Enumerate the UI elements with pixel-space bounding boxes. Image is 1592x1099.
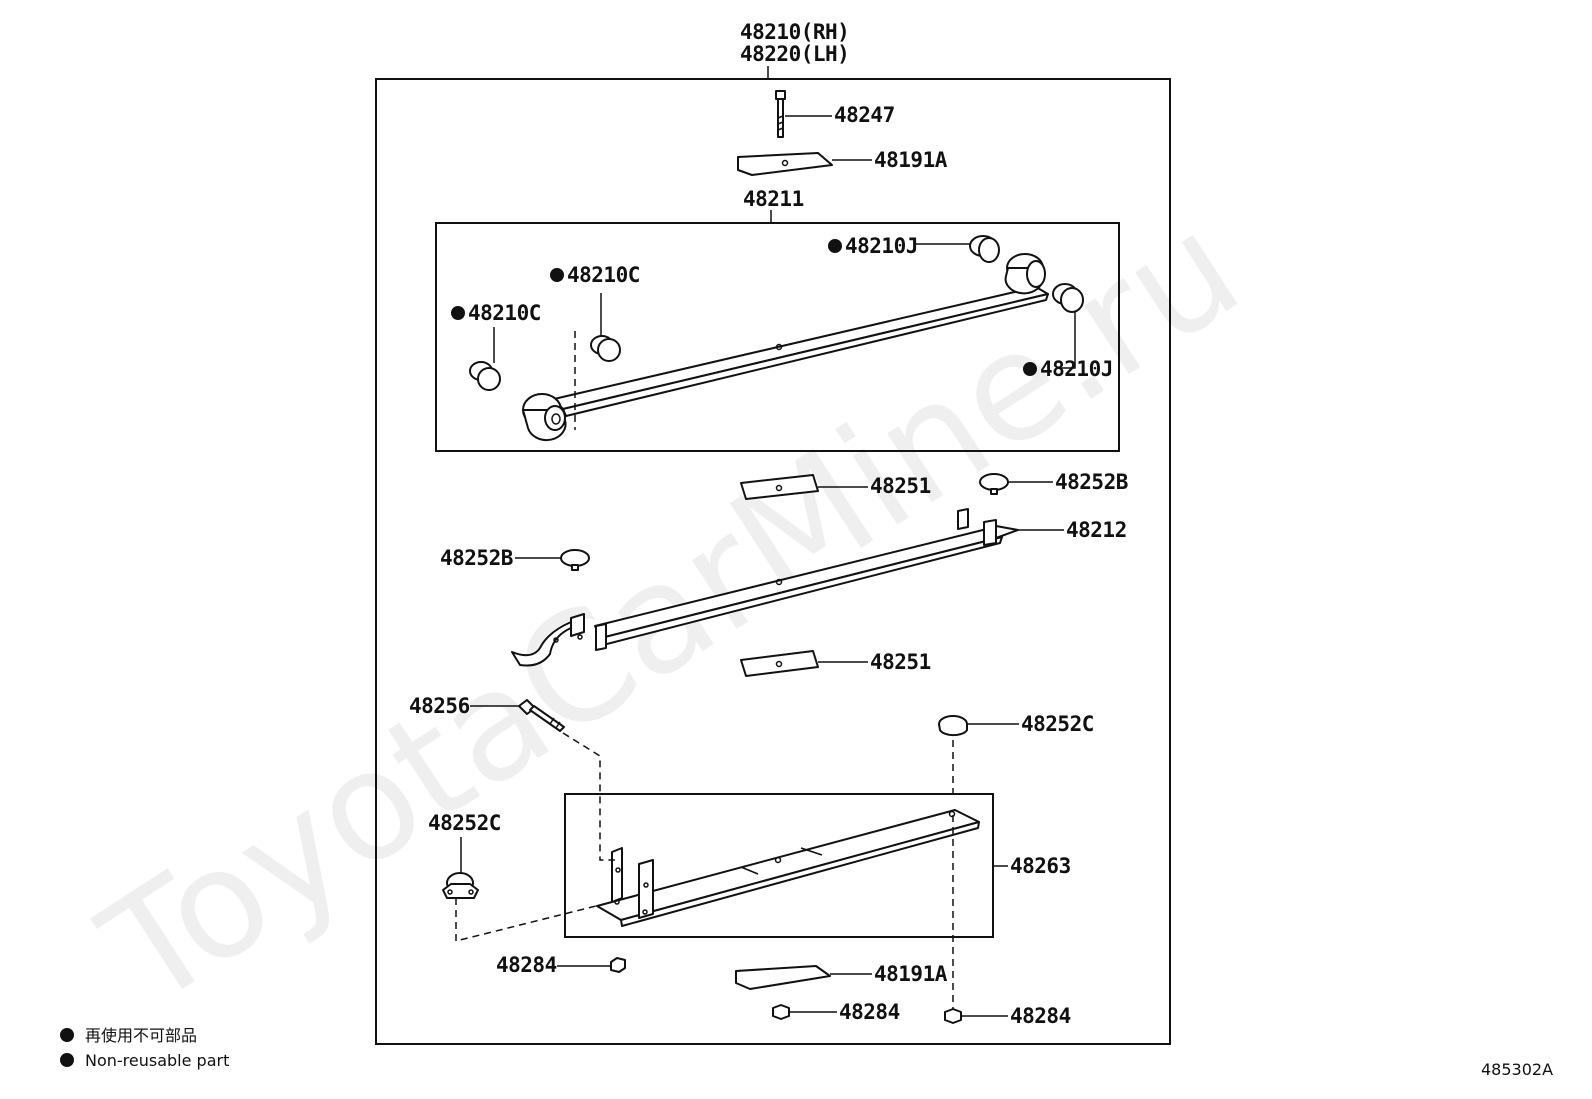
bumper-48252c-left-drawing[interactable]: [442, 837, 479, 899]
label-48263[interactable]: 48263: [1010, 854, 1071, 878]
label-48247[interactable]: 48247: [834, 103, 895, 127]
bushing-48210j-right-drawing[interactable]: [1052, 283, 1084, 369]
bolt-48247-drawing[interactable]: [775, 90, 832, 138]
label-48210j-top[interactable]: 48210J: [845, 234, 918, 258]
label-48211[interactable]: 48211: [743, 187, 804, 211]
frame-48211: [435, 222, 1120, 452]
legend-english: Non-reusable part: [85, 1051, 229, 1070]
bumper-48252b-left-drawing[interactable]: [515, 549, 590, 571]
non-reusable-dot-48210j-top: [828, 239, 842, 253]
label-48212[interactable]: 48212: [1066, 518, 1127, 542]
non-reusable-dot-48210j-right: [1023, 362, 1037, 376]
label-48251-top[interactable]: 48251: [870, 474, 931, 498]
non-reusable-dot-48210c-mid: [550, 268, 564, 282]
label-48256[interactable]: 48256: [409, 694, 470, 718]
diagram-code: 485302A: [1481, 1060, 1553, 1079]
label-48284-right[interactable]: 48284: [1010, 1004, 1071, 1028]
label-48252b-right[interactable]: 48252B: [1055, 470, 1128, 494]
legend-dot-english: [60, 1053, 74, 1067]
label-48210c-left[interactable]: 48210C: [468, 301, 541, 325]
bolt-48256-drawing[interactable]: [470, 699, 565, 732]
label-48210c-mid[interactable]: 48210C: [567, 263, 640, 287]
pad-48191a-bottom-drawing[interactable]: [735, 965, 872, 990]
pad-48251-bottom-drawing[interactable]: [740, 650, 868, 677]
bumper-48252c-right-drawing[interactable]: [938, 715, 1019, 737]
main-leaf-48211-drawing[interactable]: [522, 253, 1049, 442]
bushing-48210c-left-drawing[interactable]: [469, 327, 501, 391]
assembly-label-rh[interactable]: 48210(RH): [740, 20, 850, 44]
label-48251-bottom[interactable]: 48251: [870, 650, 931, 674]
bumper-48252b-right-drawing[interactable]: [979, 473, 1053, 495]
assembly-frame: [375, 78, 1171, 1045]
pad-48191a-top-drawing[interactable]: [737, 152, 872, 176]
pad-48251-top-drawing[interactable]: [740, 474, 868, 500]
assembly-label-lh[interactable]: 48220(LH): [740, 42, 850, 66]
label-48284-mid[interactable]: 48284: [839, 1000, 900, 1024]
legend-japanese: 再使用不可部品: [85, 1026, 197, 1045]
nut-48284-mid-drawing[interactable]: [772, 1004, 837, 1020]
leaf-48263-drawing[interactable]: [596, 809, 1008, 927]
label-48252b-left[interactable]: 48252B: [440, 546, 513, 570]
align-line-48252c-left: [455, 898, 601, 942]
label-48210j-right[interactable]: 48210J: [1040, 357, 1113, 381]
legend-dot-japanese: [60, 1028, 74, 1042]
bushing-48210c-mid-drawing[interactable]: [590, 293, 621, 362]
nut-48284-right-drawing[interactable]: [944, 1008, 1008, 1024]
non-reusable-dot-48210c-left: [451, 306, 465, 320]
leaf-48212-drawing[interactable]: [511, 508, 1064, 667]
nut-48284-left-drawing[interactable]: [557, 957, 626, 973]
bushing-48210j-top-drawing[interactable]: [915, 235, 1000, 263]
label-48191a-bottom[interactable]: 48191A: [874, 962, 948, 986]
label-48191a-top[interactable]: 48191A: [874, 148, 948, 172]
label-48252c-right[interactable]: 48252C: [1021, 712, 1094, 736]
label-48252c-left[interactable]: 48252C: [428, 811, 501, 835]
label-48284-left[interactable]: 48284: [496, 953, 557, 977]
